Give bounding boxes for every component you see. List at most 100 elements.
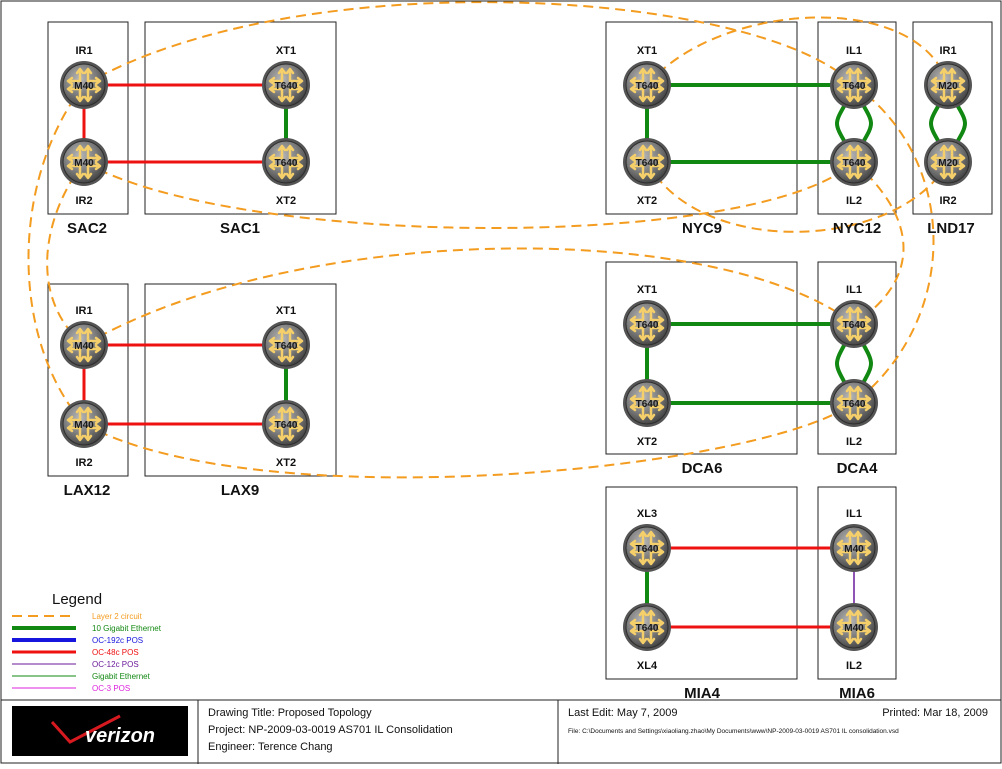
site-label-lax9: LAX9 <box>221 482 259 499</box>
router-body <box>264 402 308 446</box>
router-arrows-icon <box>66 67 102 103</box>
site-label-lax12: LAX12 <box>64 482 111 499</box>
router-arrows-icon <box>930 67 966 103</box>
router-arrows-icon <box>836 306 872 342</box>
legend-label-oc-3-pos: OC-3 POS <box>92 684 130 693</box>
link-10-gigabit-ethernet-nyc12-il1-nyc12-il2-b <box>860 101 873 146</box>
router-label: XT2 <box>637 436 657 448</box>
router-model: M40 <box>74 81 94 92</box>
router-sac1-xt1[interactable]: T640 XT1 <box>262 45 310 109</box>
router-label: IL1 <box>846 284 862 296</box>
router-arrows-icon <box>268 67 304 103</box>
router-body <box>832 381 876 425</box>
legend-label-layer-2-circuit: Layer 2 circuit <box>92 612 143 621</box>
router-label: XT1 <box>276 45 296 57</box>
router-arrows-icon <box>836 609 872 645</box>
verizon-logo-text: verizon <box>85 725 155 747</box>
router-body <box>264 140 308 184</box>
router-arrows-icon <box>268 406 304 442</box>
link-10-gigabit-ethernet-dca4-il1-dca4-il2-b <box>860 341 873 386</box>
link-layer-2-circuit-lax12-ir2-dca4-il2 <box>83 402 855 479</box>
drawing-title: Drawing Title: Proposed Topology <box>208 707 372 719</box>
router-label: XL3 <box>637 508 657 520</box>
router-body <box>926 63 970 107</box>
router-label: XT1 <box>276 305 296 317</box>
router-label: XT1 <box>637 284 657 296</box>
router-model: M20 <box>938 158 958 169</box>
router-model: M40 <box>74 158 94 169</box>
router-arrows-icon <box>629 385 665 421</box>
router-body <box>625 526 669 570</box>
router-arrows-icon <box>629 306 665 342</box>
site-label-nyc9: NYC9 <box>682 220 722 237</box>
router-model: M40 <box>74 420 94 431</box>
router-label: IR2 <box>75 457 92 469</box>
site-box-lax9 <box>144 283 337 477</box>
router-arrows-icon <box>836 67 872 103</box>
router-body <box>62 402 106 446</box>
link-10-gigabit-ethernet-lnd17-ir1-lnd17-ir2-a <box>929 101 942 146</box>
router-model: T640 <box>843 399 866 410</box>
router-label: IL2 <box>846 195 862 207</box>
router-lax12-ir1[interactable]: M40 IR1 <box>60 305 108 369</box>
router-arrows-icon <box>629 67 665 103</box>
legend-label-oc-192c-pos: OC-192c POS <box>92 636 143 645</box>
site-box-mia4 <box>605 486 798 680</box>
router-label: IL1 <box>846 45 862 57</box>
link-layer-2-circuit-sac2-ir1-lax12-ir2 <box>27 84 85 425</box>
legend-label-oc-12c-pos: OC-12c POS <box>92 660 139 669</box>
site-label-mia4: MIA4 <box>684 685 720 702</box>
router-model: T640 <box>843 81 866 92</box>
router-arrows-icon <box>66 406 102 442</box>
router-model: T640 <box>275 420 298 431</box>
router-model: M40 <box>844 623 864 634</box>
router-arrows-icon <box>629 144 665 180</box>
site-label-mia6: MIA6 <box>839 685 875 702</box>
router-body <box>625 605 669 649</box>
site-label-dca6: DCA6 <box>682 460 723 477</box>
router-label: XL4 <box>637 660 658 672</box>
router-nyc12-il1[interactable]: T640 IL1 <box>830 45 878 109</box>
site-box-sac1 <box>144 21 337 215</box>
verizon-logo-bg <box>12 706 188 756</box>
link-10-gigabit-ethernet-nyc12-il1-nyc12-il2-a <box>835 101 848 146</box>
router-arrows-icon <box>836 530 872 566</box>
router-model: T640 <box>636 399 659 410</box>
router-body <box>832 63 876 107</box>
link-layer-2-circuit-nyc12-il2-dca4-il1 <box>853 161 905 325</box>
legend-label-gigabit-ethernet: Gigabit Ethernet <box>92 672 151 681</box>
router-model: T640 <box>275 81 298 92</box>
router-arrows-icon <box>930 144 966 180</box>
router-body <box>926 140 970 184</box>
router-body <box>62 323 106 367</box>
router-model: M40 <box>74 341 94 352</box>
router-model: T640 <box>843 320 866 331</box>
router-dca4-il1[interactable]: T640 IL1 <box>830 284 878 348</box>
router-arrows-icon <box>629 530 665 566</box>
router-model: T640 <box>636 623 659 634</box>
router-label: IR1 <box>75 305 92 317</box>
verizon-check-icon <box>50 714 121 744</box>
link-10-gigabit-ethernet-dca4-il1-dca4-il2-a <box>835 341 848 386</box>
site-label-sac1: SAC1 <box>220 220 260 237</box>
site-box-dca6 <box>605 261 798 455</box>
